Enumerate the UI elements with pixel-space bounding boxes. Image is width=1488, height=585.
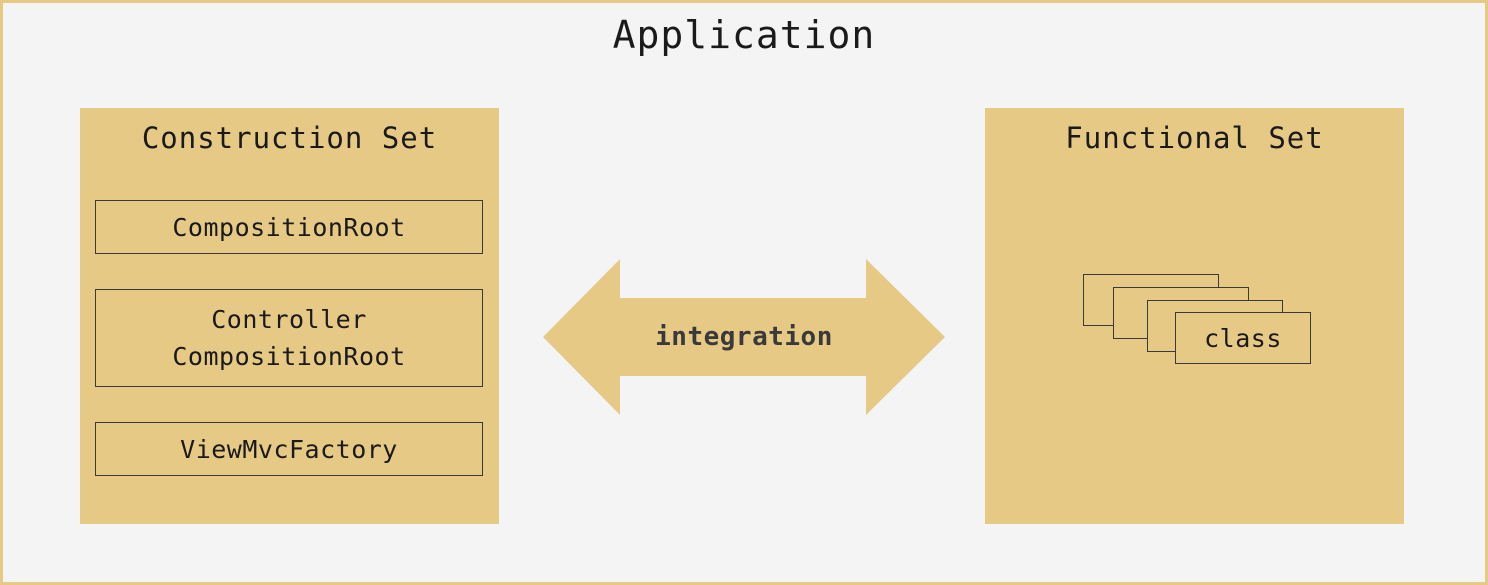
composition-root-label: CompositionRoot <box>172 212 406 242</box>
view-mvc-factory-label: ViewMvcFactory <box>180 434 398 464</box>
class-label: class <box>1204 323 1282 353</box>
construction-set-title: Construction Set <box>141 121 438 155</box>
controller-composition-root-box: Controller CompositionRoot <box>95 289 483 387</box>
view-mvc-factory-box: ViewMvcFactory <box>95 422 483 476</box>
integration-label: integration <box>655 322 833 352</box>
class-stack: class <box>1080 272 1311 367</box>
class-card-front: class <box>1175 312 1311 364</box>
functional-set-title: Functional Set <box>1065 121 1324 155</box>
application-title: Application <box>612 13 876 57</box>
functional-set-panel: Functional Set class <box>985 108 1404 524</box>
integration-arrow-shape <box>543 259 945 415</box>
composition-root-box: CompositionRoot <box>95 200 483 254</box>
integration-double-arrow <box>543 259 945 415</box>
controller-composition-root-label-line1: Controller <box>211 305 367 334</box>
controller-composition-root-label-line2: CompositionRoot <box>172 342 406 371</box>
construction-set-panel: Construction Set CompositionRoot Control… <box>80 108 499 524</box>
